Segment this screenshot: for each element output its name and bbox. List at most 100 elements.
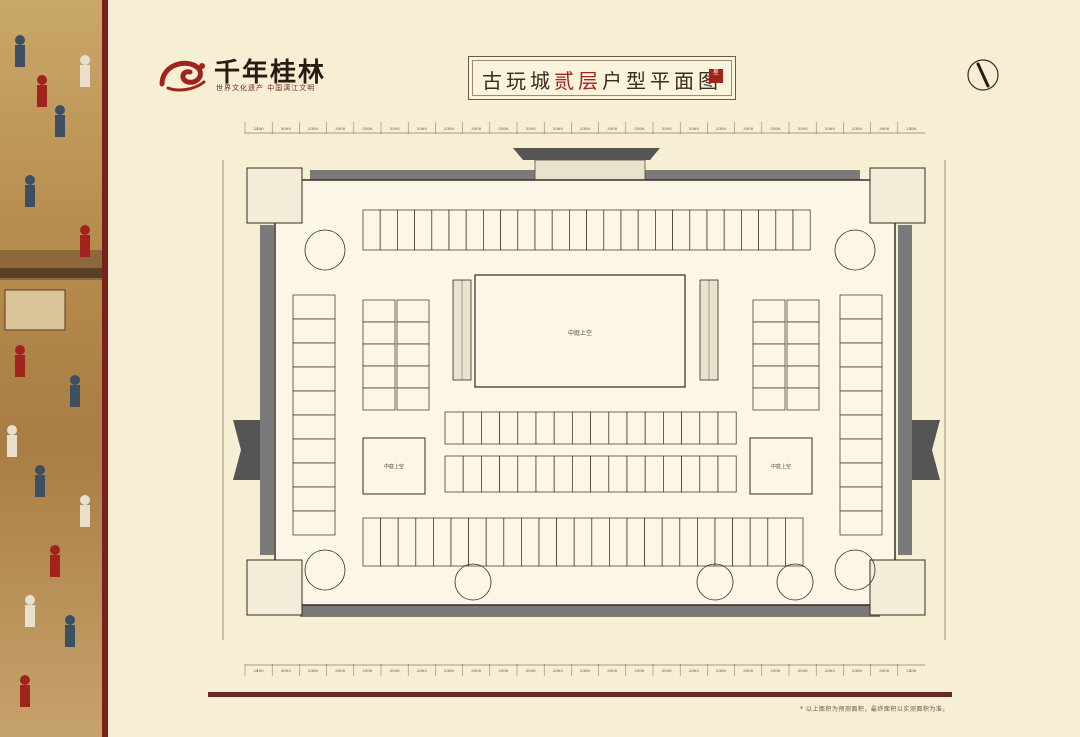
shop-unit <box>556 517 575 567</box>
shop-unit <box>362 209 381 251</box>
shop-unit <box>723 209 742 251</box>
shop-unit <box>714 517 733 567</box>
shop-unit <box>839 510 883 536</box>
shop-unit <box>465 209 484 251</box>
dimension-label: 3300 <box>471 668 482 673</box>
shop-unit <box>396 343 430 367</box>
shop-unit <box>433 517 452 567</box>
shop-unit <box>752 321 786 345</box>
shop-unit <box>663 455 682 493</box>
shop-unit <box>462 411 482 445</box>
dimension-label: 3300 <box>580 126 591 131</box>
shop-unit <box>499 411 519 445</box>
dimension-label: 3300 <box>798 668 809 673</box>
shop-unit <box>758 209 777 251</box>
north-compass-icon <box>967 59 999 91</box>
shop-unit <box>775 209 794 251</box>
dimension-label: 3300 <box>770 126 781 131</box>
dimension-label: 3300 <box>417 126 428 131</box>
shop-unit <box>362 321 396 345</box>
shop-unit <box>839 462 883 488</box>
shop-unit <box>538 517 557 567</box>
dimension-label: 3300 <box>471 126 482 131</box>
shop-unit <box>517 411 537 445</box>
shop-unit <box>637 209 656 251</box>
shop-unit <box>644 455 664 493</box>
dimension-label: 3000 <box>281 126 292 131</box>
shop-unit <box>626 517 645 567</box>
dimension-label: 3300 <box>526 668 537 673</box>
shop-unit <box>839 414 883 440</box>
shop-unit <box>699 455 719 493</box>
title-prefix: 古玩城 <box>482 69 554 93</box>
shop-unit <box>569 209 587 251</box>
shop-unit <box>655 209 673 251</box>
dimension-label: 2400 <box>906 668 917 673</box>
dimension-label: 3300 <box>798 126 809 131</box>
dimension-label: 3300 <box>689 668 700 673</box>
shop-unit <box>706 209 725 251</box>
shop-unit <box>839 486 883 512</box>
shop-unit <box>689 209 708 251</box>
dimension-label: 3300 <box>580 668 591 673</box>
shop-unit <box>839 390 883 416</box>
shop-unit <box>535 455 555 493</box>
shop-unit <box>362 365 396 389</box>
shop-unit <box>500 209 519 251</box>
shop-unit <box>586 209 605 251</box>
shop-unit <box>292 294 336 320</box>
page-title: 古玩城贰层户型平面图 星 <box>468 56 736 100</box>
title-text: 古玩城贰层户型平面图 <box>469 65 735 94</box>
shop-unit <box>481 455 500 493</box>
shop-unit <box>626 455 646 493</box>
shop-unit <box>534 209 553 251</box>
shop-unit <box>553 455 573 493</box>
shop-unit <box>397 517 417 567</box>
dimension-label: 3300 <box>825 668 836 673</box>
shop-unit <box>732 517 751 567</box>
dimension-label: 2400 <box>254 668 265 673</box>
shop-unit <box>644 517 663 567</box>
dimension-label: 3300 <box>716 668 727 673</box>
roof-left <box>260 225 274 555</box>
shop-unit <box>767 517 786 567</box>
dragon-logo-icon <box>159 60 206 92</box>
dimension-label: 3300 <box>308 126 319 131</box>
dimension-label: 3300 <box>662 126 673 131</box>
shop-unit <box>414 209 433 251</box>
shop-unit <box>485 517 505 567</box>
dimension-label: 3300 <box>362 668 373 673</box>
dimension-label: 2400 <box>906 126 917 131</box>
brand-name: 千年桂林 <box>214 58 327 88</box>
shop-unit <box>517 455 537 493</box>
shop-unit <box>535 411 555 445</box>
left-hall-label: 中庭上空 <box>384 463 404 470</box>
top-dimension-row: 2400 3000 3300 3300 3300 3300 3300 3300 3300 3300… <box>244 122 917 134</box>
shop-unit <box>499 455 519 493</box>
dimension-label: 3300 <box>743 668 754 673</box>
shop-unit <box>839 294 883 320</box>
dimension-label: 3300 <box>607 668 618 673</box>
shop-unit <box>741 209 759 251</box>
shop-unit <box>415 517 434 567</box>
shop-unit <box>672 209 691 251</box>
shop-unit <box>786 387 820 411</box>
shop-unit <box>839 366 883 392</box>
shop-unit <box>681 455 701 493</box>
dimension-label: 3300 <box>553 126 564 131</box>
dimension-label: 3000 <box>879 126 890 131</box>
shop-unit <box>362 299 396 323</box>
shop-unit <box>572 411 591 445</box>
shop-unit <box>717 455 737 493</box>
shop-unit <box>551 209 570 251</box>
shop-unit <box>590 455 610 493</box>
brand-logo: 千年桂林 世界文化遗产 中国漓江文明 <box>158 52 338 98</box>
roof-bottom <box>300 605 880 617</box>
shop-unit <box>379 209 398 251</box>
shop-unit <box>785 517 804 567</box>
shop-unit <box>620 209 639 251</box>
shop-unit <box>397 209 415 251</box>
dimension-label: 3300 <box>444 668 455 673</box>
dimension-label: 3300 <box>417 668 428 673</box>
shop-unit <box>362 517 381 567</box>
